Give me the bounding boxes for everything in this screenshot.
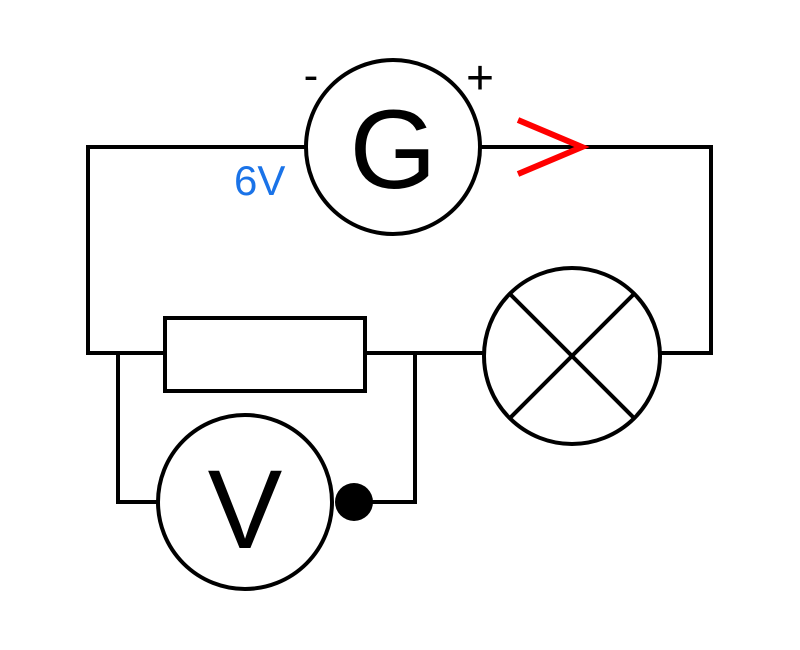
generator-minus-sign: - [304,51,319,100]
voltmeter-symbol: V [208,447,283,572]
lamp-cross-line-2 [507,291,637,421]
resistor [163,316,367,393]
generator-plus-sign: + [466,52,494,105]
voltmeter-terminal-dot [335,483,373,521]
wire-voltmeter-left [116,351,160,504]
wire-generator-left [86,145,308,355]
lamp [482,266,662,446]
generator: G - + 6V [234,51,494,236]
wire-generator-right [478,145,713,355]
voltmeter: V [156,413,373,591]
generator-voltage-label: 6V [234,157,285,204]
wire-voltmeter-right [352,351,417,504]
generator-symbol: G [349,87,436,212]
generator-circle [304,58,482,236]
voltmeter-circle [156,413,334,591]
arrow-right-icon [516,117,590,177]
wires [86,145,713,504]
